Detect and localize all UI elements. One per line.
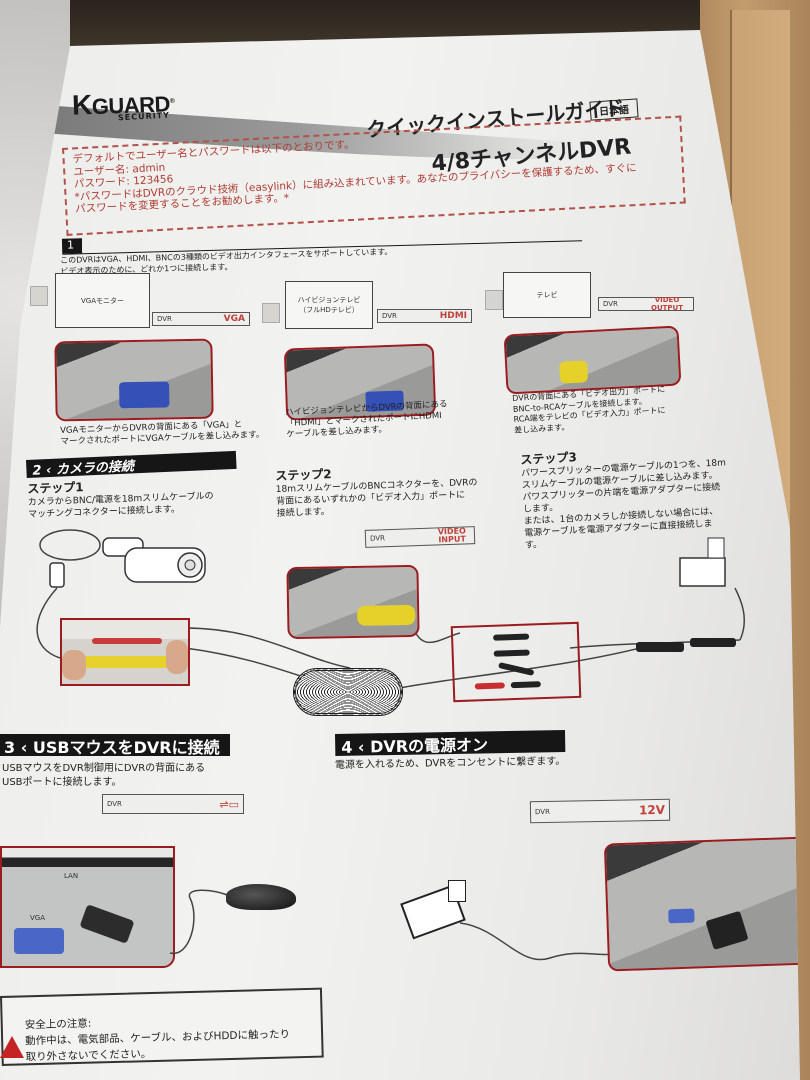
dvr-hdmi-strip: DVR HDMI	[377, 309, 472, 323]
wall-outlet-icon	[262, 303, 280, 323]
monitor-label: テレビ	[536, 291, 558, 299]
camera-cable-coupler-photo	[60, 618, 190, 686]
vga-port-icon	[14, 928, 64, 954]
usb-mouse-icon	[226, 884, 296, 910]
dvr-video-input-strip: DVR VIDEO INPUT	[364, 526, 476, 548]
dvr-vga-strip: DVR VGA	[152, 312, 250, 326]
power-cable	[460, 922, 620, 961]
section-title: DVRの電源オン	[369, 735, 489, 757]
dvr-label: DVR	[534, 807, 550, 817]
section-title: USBマウスをDVRに接続	[32, 738, 220, 757]
vga-caption: VGAモニターからDVRの背面にある「VGA」と マークされたポートにVGAケー…	[60, 419, 265, 448]
cable-bundle-icon	[293, 668, 403, 716]
wall-outlet-icon	[485, 290, 503, 310]
hand	[62, 650, 86, 680]
quick-install-guide-sheet: KGUARD® SECURITY 日本語 クイックインストールガイド 4/8チャ…	[0, 30, 800, 1080]
usb-mouse-connection-photo: LAN VGA	[0, 846, 175, 968]
usb-plug-icon	[79, 904, 135, 944]
hdmi-caption: ハイビジョンテレビからDVRの背面にある 「HDMI」とマークされたポートにHD…	[285, 399, 449, 440]
dc-plug-icon	[493, 633, 530, 641]
vga-port-label: VGA	[223, 314, 245, 324]
step-2: ステップ2 18mスリムケーブルのBNCコネクターを、DVRの 背面にあるいずれ…	[275, 460, 478, 520]
monitor-label: VGAモニター	[80, 296, 124, 305]
vga-port-icon	[668, 908, 695, 924]
section-title: カメラの接続	[55, 459, 135, 478]
dvr-video-output-strip: DVR VIDEO OUTPUT	[598, 296, 694, 312]
safety-notice: 安全上の注意: 動作中は、電気部品、ケーブル、およびHDDに触ったり 取り外さな…	[0, 987, 324, 1066]
section-number: 2	[32, 463, 42, 479]
hand	[166, 640, 188, 674]
video-output-port-label: VIDEO OUTPUT	[651, 296, 683, 312]
hdtv-diagram: ハイビジョンテレビ （フルHDテレビ）	[285, 281, 373, 329]
section-number: 3	[4, 738, 16, 757]
section-number: 1	[66, 238, 75, 252]
video-output-caption: DVRの背面にある「ビデオ出力」ポートに BNC-to-RCAケーブルを接続しま…	[512, 385, 667, 436]
red-power-connector-icon	[92, 638, 162, 644]
adapter-dc-plug-icon	[690, 638, 736, 647]
dvr-power-strip: DVR 12V	[529, 798, 671, 824]
yellow-rca-connector-icon	[559, 360, 589, 384]
power-connection-photo	[603, 836, 800, 972]
lan-label: LAN	[64, 872, 79, 880]
mouse-cable	[169, 889, 231, 954]
dc-plug-icon	[498, 662, 535, 676]
wall-outlet-icon	[30, 286, 48, 306]
video-input-connection-photo	[286, 564, 420, 640]
monitor-sublabel: （フルHDテレビ）	[299, 306, 359, 314]
red-dc-plug-icon	[474, 682, 505, 690]
12v-port-label: 12V	[638, 802, 666, 818]
section-number: 4	[341, 737, 353, 757]
wall-outlet-icon	[448, 880, 466, 902]
step-1: ステップ1 カメラからBNC/電源を18mスリムケーブルの マッチングコネクター…	[27, 474, 214, 521]
step-text: USBマウスをDVR制御用にDVRの背面にある	[2, 763, 206, 774]
dc-power-plug-icon	[705, 910, 749, 950]
power-adapter-icon	[679, 557, 726, 587]
vga-connection-photo	[54, 338, 214, 422]
dc-plug-icon	[493, 649, 530, 657]
dvr-label: DVR	[382, 312, 397, 320]
dvr-label: DVR	[157, 315, 172, 323]
section-3-header: 3 ‹ USBマウスをDVRに接続	[0, 734, 230, 757]
tv-diagram: テレビ	[503, 272, 591, 318]
camera-cable-loop	[39, 529, 101, 561]
video-output-connection-photo	[503, 325, 682, 395]
step-text: USBポートに接続します。	[2, 777, 122, 788]
dvr-label: DVR	[107, 800, 122, 808]
video-input-port-label: VIDEO INPUT	[437, 526, 467, 545]
section-4-text: 電源を入れるため、DVRをコンセントに繋ぎます。	[334, 755, 566, 772]
dvr-usb-strip: DVR ⇌▭	[102, 794, 244, 814]
registered-mark: ®	[169, 97, 175, 106]
warning-icon	[0, 1036, 24, 1058]
camera-wiring-diagram	[36, 529, 745, 689]
monitor-label: ハイビジョンテレビ	[297, 296, 361, 304]
usb-icon: ⇌▭	[219, 797, 239, 811]
section-3-text: USBマウスをDVR制御用にDVRの背面にある USBポートに接続します。	[2, 762, 205, 790]
vga-label: VGA	[30, 914, 46, 922]
vga-monitor-diagram: VGAモニター	[55, 273, 150, 328]
splitter-dc-jack-icon	[636, 642, 684, 652]
dvr-label: DVR	[603, 300, 618, 308]
vga-connector-icon	[119, 381, 170, 409]
section-4-header: 4 ‹ DVRの電源オン	[335, 729, 566, 757]
yellow-bnc-plug-icon	[357, 604, 416, 626]
yellow-bnc-connector-icon	[82, 656, 174, 668]
logo-initial: K	[71, 89, 93, 121]
power-splitter-box	[450, 621, 582, 703]
dvr-label: DVR	[369, 534, 386, 543]
wall-outlet-icon	[707, 537, 725, 559]
hdmi-port-label: HDMI	[439, 311, 467, 321]
dc-plug-icon	[510, 681, 541, 689]
